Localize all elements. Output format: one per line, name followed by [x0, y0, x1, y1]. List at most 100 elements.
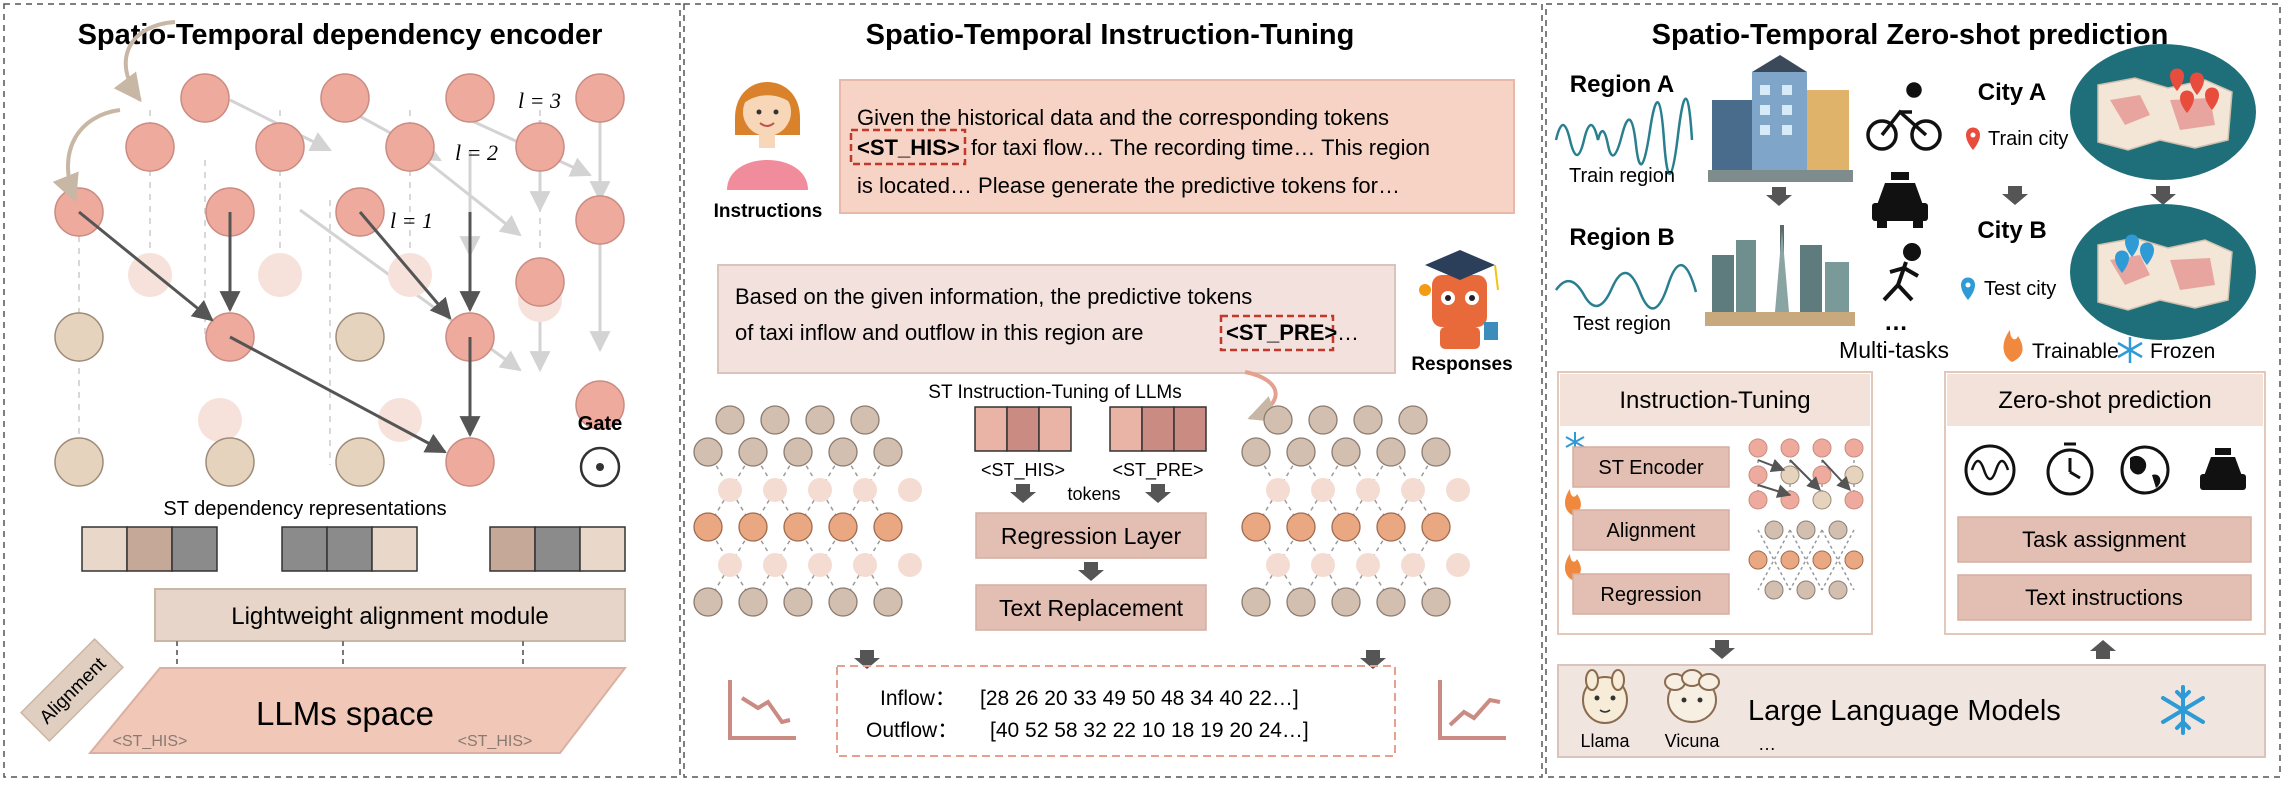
edge — [1757, 529, 1791, 591]
network-node — [1331, 437, 1361, 467]
curved-arrow-upper — [113, 20, 176, 103]
train-region-label: Train region — [1569, 165, 1675, 187]
beige-node — [335, 437, 385, 487]
network-node — [783, 587, 813, 617]
mini-salmon-node — [1780, 438, 1800, 458]
inflow-values: [28 26 20 33 49 50 48 34 40 22…] — [980, 687, 1299, 710]
mini-beige-node — [1812, 490, 1832, 510]
salmon-node — [575, 380, 625, 430]
alignment-module-box — [154, 588, 626, 642]
response-box — [717, 264, 1396, 374]
network-node — [805, 405, 835, 435]
mini-network-node — [1764, 580, 1784, 600]
mini-salmon-node — [1844, 490, 1864, 510]
network-node — [738, 587, 768, 617]
faint-node — [258, 253, 302, 297]
mini-beige-node — [1780, 465, 1800, 485]
globe-icon — [2120, 445, 2170, 495]
st-his-token-vector — [974, 406, 1072, 452]
st-dependency-label: ST dependency representations — [163, 498, 446, 520]
network-node — [760, 405, 790, 435]
mini-network-node — [1828, 580, 1848, 600]
st-encoder-box — [1572, 446, 1730, 488]
network-node — [873, 587, 903, 617]
regression-layer-label: Regression Layer — [1001, 523, 1182, 549]
mini-arrow — [1757, 458, 1786, 473]
wave-train-icon — [1554, 97, 1694, 175]
network-node — [1331, 587, 1361, 617]
alignment-flame-icon — [1565, 489, 1581, 515]
outflow-label: Outflow： — [866, 719, 958, 742]
stopwatch-icon — [2046, 442, 2094, 496]
trainable-label: Trainable — [2032, 340, 2119, 363]
faint-network-node — [1446, 478, 1470, 502]
city-b-label: City B — [1977, 217, 2046, 244]
network-node — [783, 512, 813, 542]
faint-node — [198, 398, 242, 442]
task-assignment-label: Task assignment — [2022, 527, 2186, 552]
tokens-label: tokens — [1067, 484, 1120, 504]
representation-vector-2 — [281, 526, 418, 572]
network-node — [1286, 512, 1316, 542]
instruction-line-3: is located… Please generate the predicti… — [857, 173, 1400, 198]
mini-network-node — [1828, 520, 1848, 540]
llm-space-shape — [87, 667, 628, 754]
llm-space-label: LLMs space — [256, 695, 434, 732]
mini-network-node — [1796, 580, 1816, 600]
layer-label-2: l = 2 — [455, 140, 498, 165]
response-line-1: Based on the given information, the pred… — [735, 284, 1252, 309]
response-token: <ST_PRE> — [1226, 320, 1337, 345]
faint-node — [378, 398, 422, 442]
faint-network-node — [1446, 553, 1470, 577]
network-node — [693, 587, 723, 617]
dependency-arrows — [78, 210, 481, 454]
faint-network-node — [898, 553, 922, 577]
regression-label: Regression — [1600, 584, 1701, 606]
city-buildings-b-icon — [1705, 225, 1855, 326]
salmon-node — [320, 73, 370, 123]
salmon-node — [575, 195, 625, 245]
alignment-label: Alignment — [1607, 520, 1696, 542]
vicuna-label: Vicuna — [1665, 731, 1721, 751]
network-node — [828, 437, 858, 467]
network-node — [715, 405, 745, 435]
inflow-label: Inflow： — [880, 687, 956, 710]
red-pin-icon — [1966, 127, 1980, 150]
salmon-node — [445, 73, 495, 123]
text-instructions-label: Text instructions — [2025, 585, 2183, 610]
llama-label: Llama — [1580, 731, 1630, 751]
mini-salmon-node — [1748, 490, 1768, 510]
mini-salmon-node — [1844, 438, 1864, 458]
train-city-label: Train city — [1988, 128, 2068, 150]
st-pre-token-vector — [1109, 406, 1207, 452]
task-assignment-box — [1957, 516, 2252, 563]
st-pre-highlight — [1219, 314, 1335, 352]
mini-network-node — [1812, 550, 1832, 570]
network-node — [1376, 587, 1406, 617]
dependency-arrow — [78, 210, 214, 322]
alignment-box — [1572, 509, 1730, 551]
wave-test-icon — [1554, 263, 1698, 310]
robot-responder-icon — [1419, 250, 1499, 349]
network-node — [1308, 405, 1338, 435]
edge — [1821, 529, 1855, 591]
faint-network-node — [763, 553, 787, 577]
tuning-title: Spatio-Temporal Instruction-Tuning — [866, 19, 1355, 51]
faint-network-node — [1266, 478, 1290, 502]
panel-tuning-border — [683, 3, 1543, 778]
mini-network-node — [1780, 550, 1800, 570]
car-icon — [2200, 448, 2246, 490]
llm-network-right — [1241, 405, 1470, 617]
curved-arrow-response — [1244, 370, 1279, 423]
layer-label-3: l = 3 — [518, 88, 561, 113]
alignment-tag: Alignment — [20, 638, 124, 742]
instructions-label: Instructions — [714, 201, 823, 222]
network-node — [1286, 587, 1316, 617]
frozen-label: Frozen — [2150, 340, 2215, 363]
edge — [1789, 529, 1823, 591]
blue-pin-icon — [1961, 277, 1975, 300]
output-box — [836, 665, 1396, 757]
panel-encoder-border — [3, 3, 681, 778]
llama-icon — [1582, 669, 1628, 724]
